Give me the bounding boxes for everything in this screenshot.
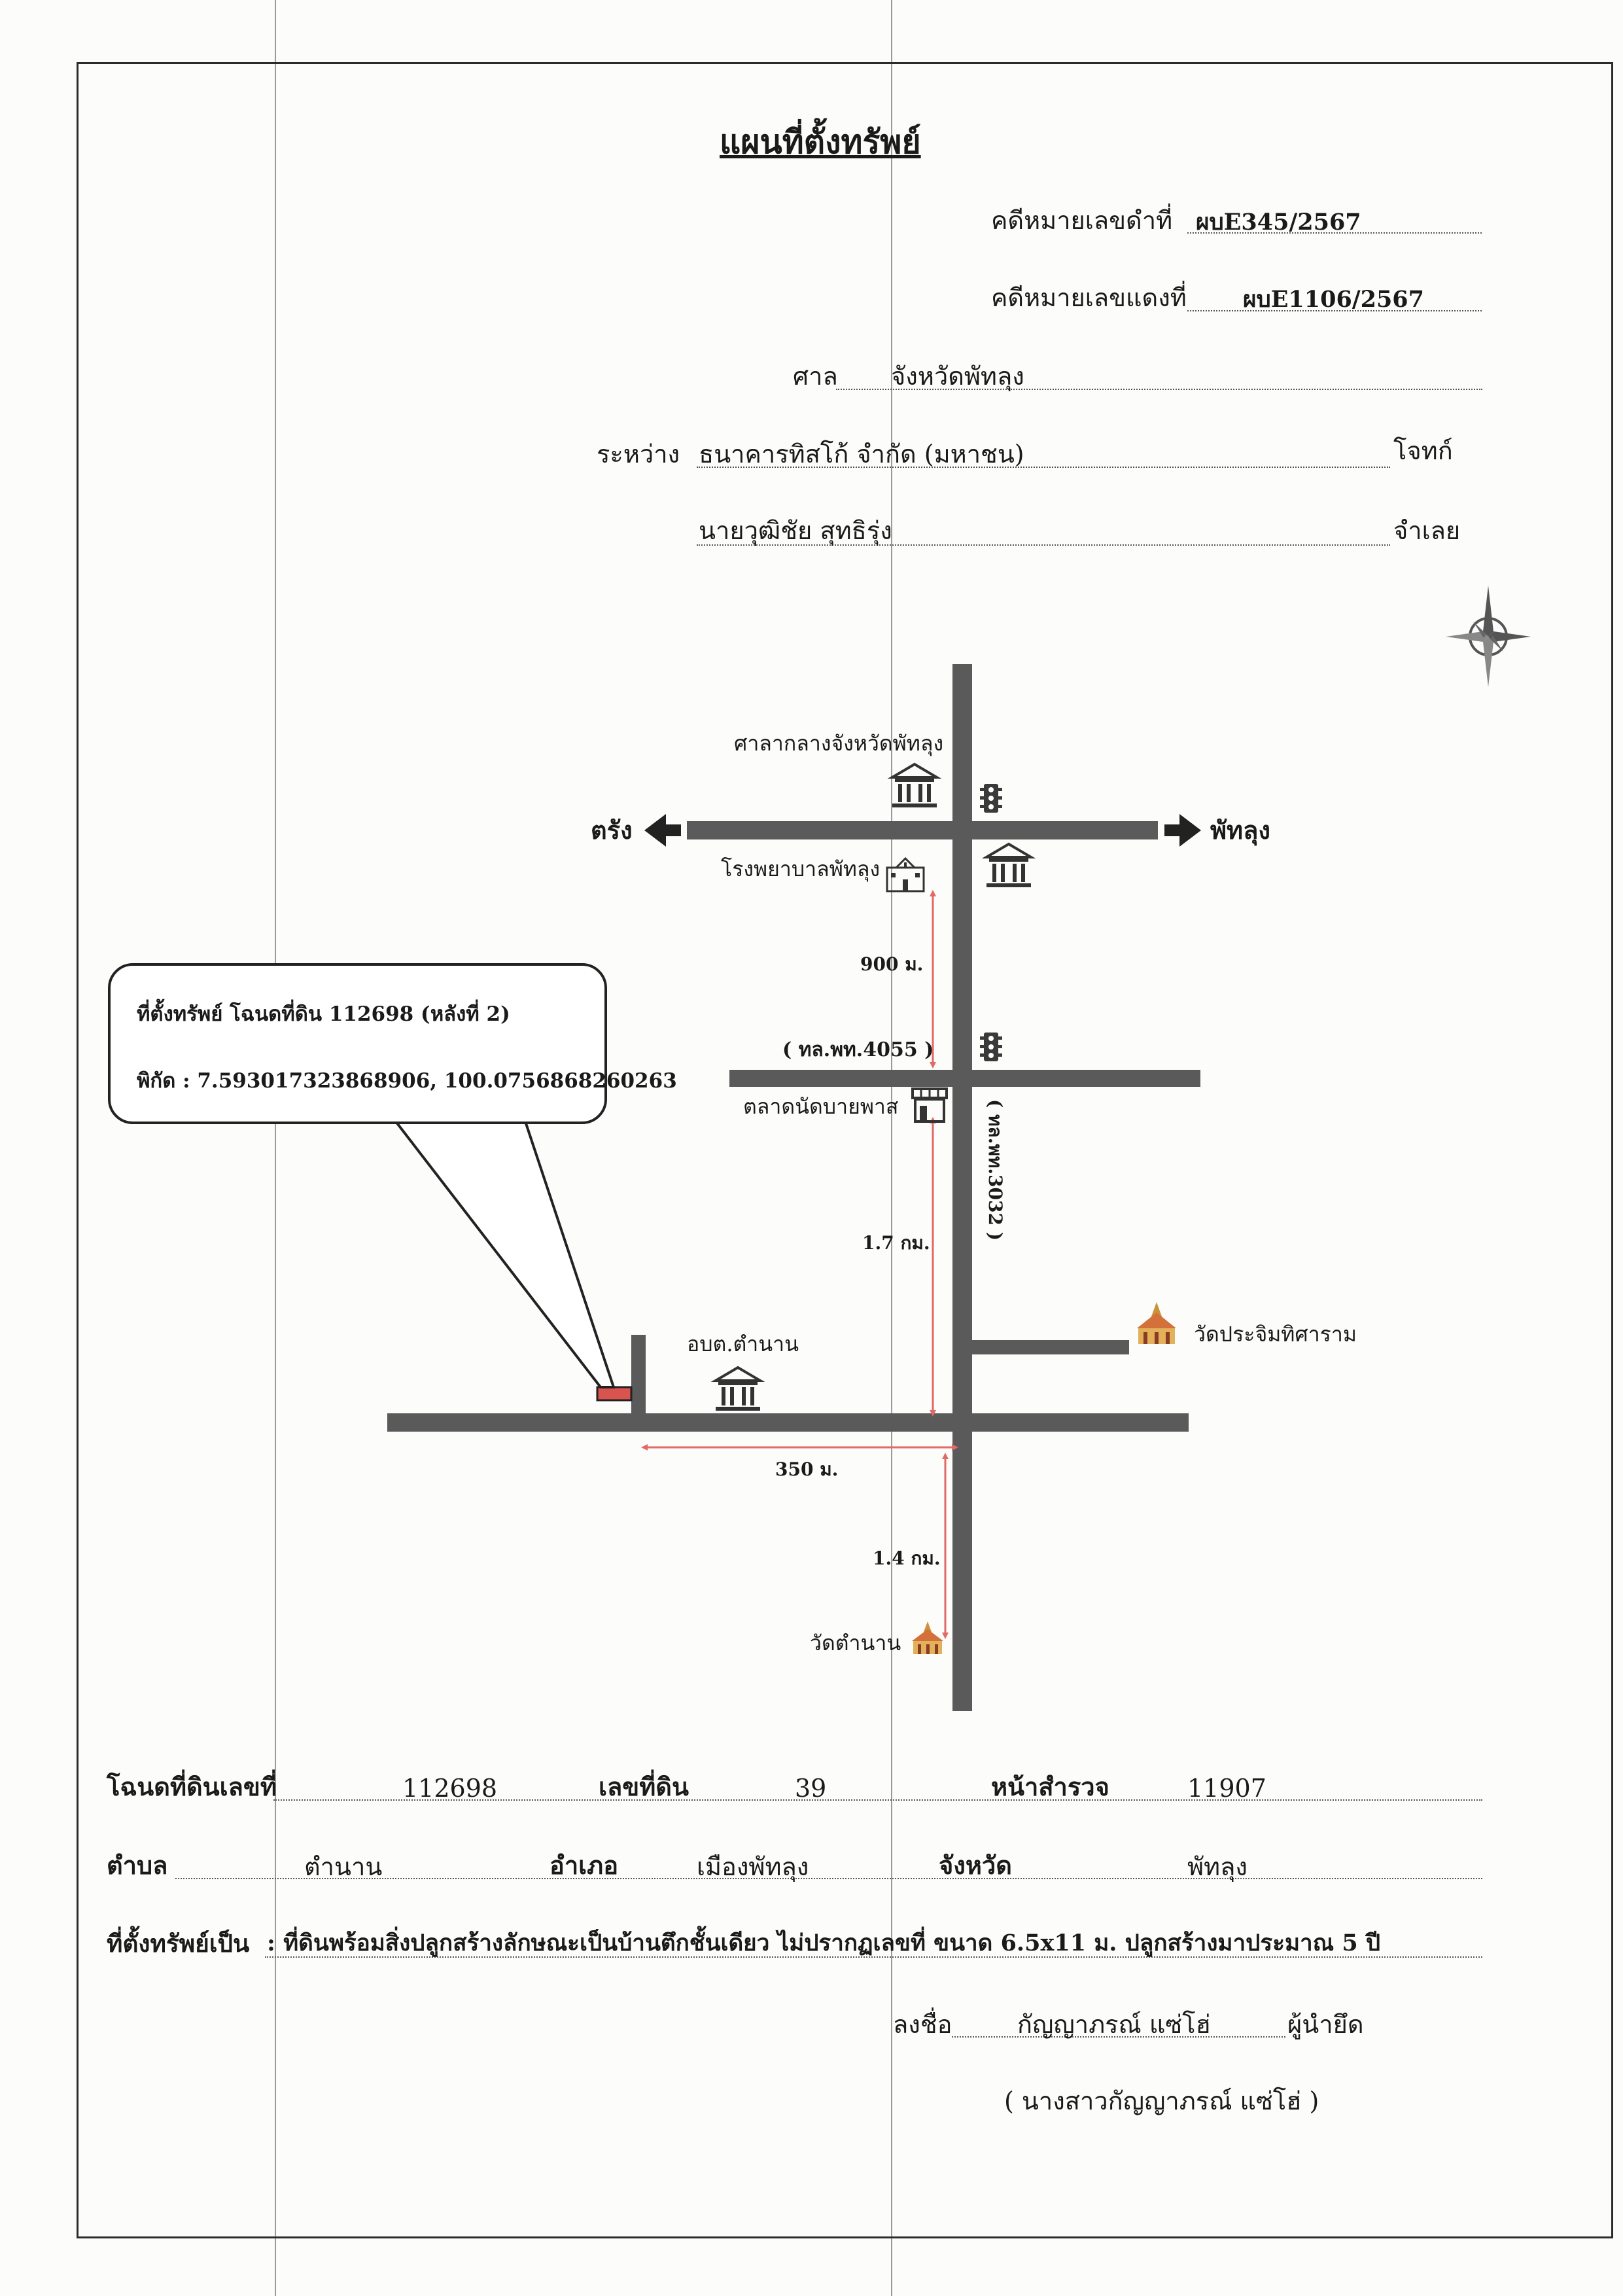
temple-prachim-label: วัดประจิมทิศาราม <box>1194 1322 1357 1347</box>
road-ptl3032-label: ( ทล.พท.3032 ) <box>985 1099 1006 1241</box>
sign-value: กัญญาภรณ์ แซ่โฮ่ <box>1017 2010 1211 2039</box>
direction-left-label: ตรัง <box>591 815 633 845</box>
tambon-office-label: อบต.ตำนาน <box>687 1332 799 1356</box>
survey-label: หน้าสำรวจ <box>991 1772 1109 1801</box>
arrow-left-icon <box>644 814 681 847</box>
defendant-dotline <box>697 544 1390 546</box>
property-label: ที่ตั้งทรัพย์เป็น <box>107 1929 250 1958</box>
province-label: จังหวัด <box>939 1850 1012 1880</box>
sign-dotline <box>952 2036 1285 2038</box>
amphoe-label: อำเภอ <box>550 1850 619 1880</box>
black-case-value: ผบE345/2567 <box>1196 209 1361 236</box>
property-marker <box>596 1386 633 1402</box>
government-building-icon <box>981 842 1036 887</box>
land-no-label: เลขที่ดิน <box>599 1772 689 1801</box>
court-label: ศาล <box>793 362 838 391</box>
amphoe-value: เมืองพัทลุง <box>697 1852 809 1881</box>
court-dotline <box>836 389 1482 390</box>
defendant-value: นายวุฒิชัย สุทธิรุ่ง <box>699 516 892 545</box>
defendant-role: จำเลย <box>1393 516 1461 545</box>
deed-label: โฉนดที่ดินเลขที่ <box>107 1772 277 1801</box>
road-ptl4055-label: ( ทล.พท.4055 ) <box>782 1038 934 1061</box>
red-case-value: ผบE1106/2567 <box>1243 286 1425 313</box>
direction-right-label: พัทลุง <box>1210 815 1270 845</box>
page-border <box>77 62 1613 2238</box>
between-label: ระหว่าง <box>597 440 680 468</box>
road-branch-temple <box>972 1340 1129 1354</box>
province-value: พัทลุง <box>1187 1852 1248 1881</box>
court-value: จังหวัดพัทลุง <box>891 362 1024 391</box>
deed-value: 112698 <box>402 1774 498 1803</box>
traffic-light-icon <box>980 1033 1002 1061</box>
road-ptl4055 <box>729 1070 1200 1087</box>
callout-deed-line: ที่ตั้งทรัพย์ โฉนดที่ดิน 112698 (หลังที่… <box>137 1002 510 1026</box>
scan-line-2 <box>891 0 892 2296</box>
tambon-label: ตำบล <box>107 1850 168 1880</box>
government-building-icon <box>710 1366 765 1411</box>
sign-role: ผู้นำยึด <box>1287 2010 1364 2039</box>
road-trang-phatthalung <box>687 821 1158 839</box>
market-icon <box>911 1087 948 1123</box>
sign-label: ลงชื่อ <box>893 2010 952 2039</box>
temple-tamnan-label: วัดตำนาน <box>810 1631 901 1655</box>
temple-icon <box>912 1621 943 1654</box>
callout-coordinates-line: พิกัด : 7.593017323868906, 100.075686826… <box>137 1069 677 1093</box>
red-case-dotline <box>1187 310 1482 311</box>
red-case-label: คดีหมายเลขแดงที่ <box>991 283 1187 312</box>
plaintiff-value: ธนาคารทิสโก้ จำกัด (มหาชน) <box>699 440 1024 468</box>
dist-350-label: 350 ม. <box>775 1458 839 1480</box>
plaintiff-dotline <box>697 467 1390 468</box>
traffic-light-icon <box>980 784 1002 813</box>
dist-1-4-label: 1.4 กม. <box>873 1547 941 1569</box>
deed-row-dotline <box>273 1799 1482 1801</box>
scan-line-1 <box>275 0 276 2296</box>
location-row-dotline <box>175 1878 1482 1879</box>
arrow-right-icon <box>1164 814 1201 847</box>
road-tamnan <box>387 1413 1189 1432</box>
callout-pointer <box>388 1114 616 1388</box>
dist-1-7-label: 1.7 กม. <box>862 1232 930 1254</box>
land-no-value: 39 <box>795 1774 827 1803</box>
government-building-icon <box>887 762 942 807</box>
market-label: ตลาดนัดบายพาส <box>743 1094 899 1119</box>
plaintiff-role: โจทก์ <box>1393 436 1453 465</box>
property-callout: ที่ตั้งทรัพย์ โฉนดที่ดิน 112698 (หลังที่… <box>108 963 677 1124</box>
tambon-value: ตำนาน <box>304 1852 383 1881</box>
survey-value: 11907 <box>1187 1774 1266 1803</box>
property-dotline <box>265 1956 1482 1958</box>
road-branch-property <box>631 1335 646 1419</box>
hospital-label: โรงพยาบาลพัทลุง <box>721 857 881 881</box>
page-title: แผนที่ตั้งทรัพย์ <box>720 122 921 161</box>
sign-fullname: ( นางสาวกัญญาภรณ์ แซ่โฮ่ ) <box>1004 2087 1319 2115</box>
black-case-label: คดีหมายเลขดำที่ <box>991 206 1173 235</box>
temple-icon <box>1137 1302 1176 1344</box>
property-value: : ที่ดินพร้อมสิ่งปลูกสร้างลักษณะเป็นบ้าน… <box>267 1930 1381 1956</box>
provincial-hall-label: ศาลากลางจังหวัดพัทลุง <box>734 731 944 756</box>
black-case-dotline <box>1187 232 1482 234</box>
hospital-icon <box>886 857 925 892</box>
dist-900-label: 900 ม. <box>860 953 924 975</box>
compass-icon <box>1446 586 1531 687</box>
